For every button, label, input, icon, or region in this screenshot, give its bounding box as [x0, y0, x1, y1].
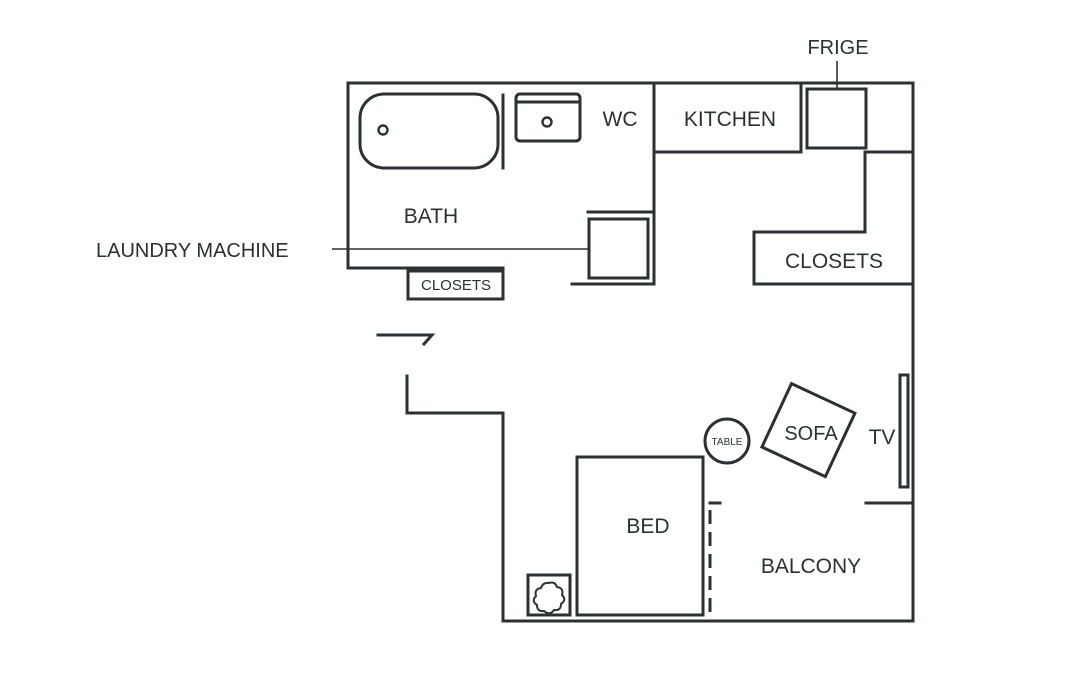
- sofa: [759, 381, 857, 479]
- fridge: [805, 87, 868, 150]
- sofa-label: SOFA: [784, 423, 838, 445]
- balcony-label: BALCONY: [761, 555, 861, 578]
- tv-label: TV: [869, 426, 896, 449]
- closets-small-box: [406, 269, 505, 301]
- outer-walls: [346, 81, 915, 623]
- table-label: TABLE: [712, 437, 743, 448]
- bath-label: BATH: [404, 205, 458, 228]
- tv-unit: [898, 373, 910, 489]
- plant-icon: [526, 573, 572, 617]
- frige-label: FRIGE: [807, 37, 868, 59]
- closets-small-label: CLOSETS: [421, 277, 491, 294]
- kitchen-walls: [652, 81, 803, 154]
- bathroom-walls: [346, 81, 656, 286]
- laundry-machine: [587, 217, 650, 280]
- bathtub-icon: [358, 92, 500, 170]
- laundry-machine-label: LAUNDRY MACHINE: [96, 240, 289, 262]
- wc-label: WC: [603, 108, 638, 131]
- sink-icon: [514, 92, 582, 143]
- balcony-walls: [708, 501, 915, 618]
- kitchen-label: KITCHEN: [684, 108, 776, 131]
- bed: [575, 455, 705, 617]
- table: [703, 417, 751, 465]
- bed-label: BED: [626, 515, 669, 538]
- closets-right-walls: [752, 81, 915, 286]
- closets-right-label: CLOSETS: [785, 250, 883, 273]
